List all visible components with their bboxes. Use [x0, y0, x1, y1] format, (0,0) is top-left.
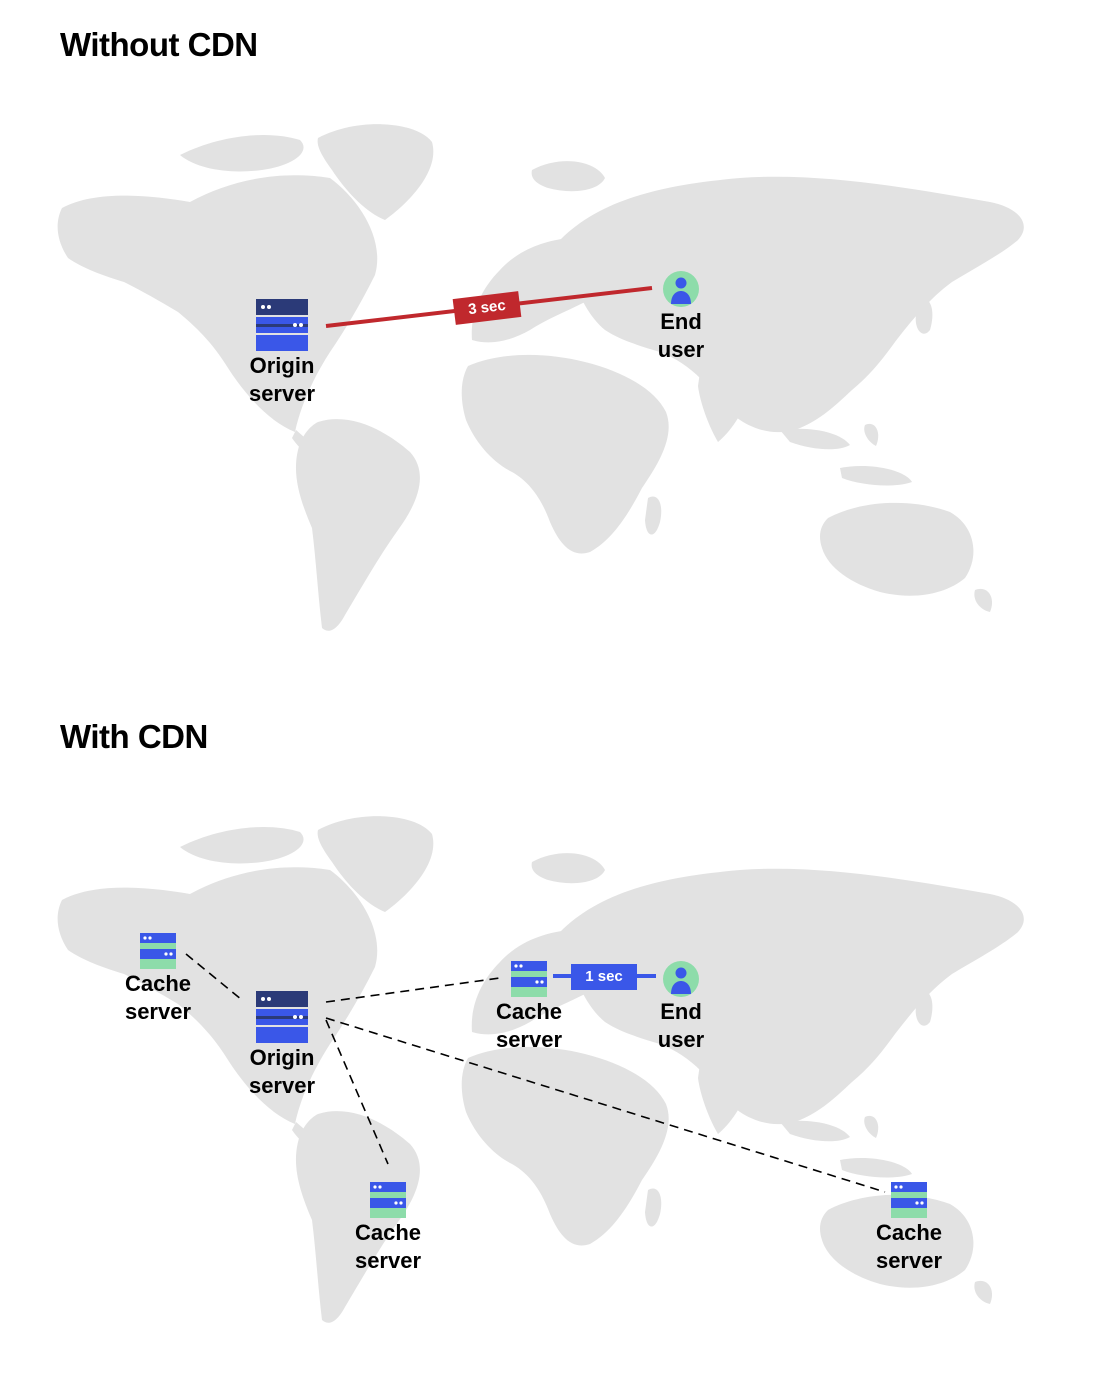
landmass-south-america — [295, 419, 420, 631]
origin-server-label: Origin server — [248, 353, 316, 406]
landmass-australia — [820, 502, 974, 596]
origin-server-icon — [256, 299, 308, 351]
cache-server-node-west: Cache server — [113, 932, 203, 1026]
user-avatar-icon — [663, 271, 699, 307]
landmass-south-america — [295, 1111, 420, 1323]
end-user-node: End user — [641, 960, 721, 1054]
landmass-africa — [461, 354, 669, 554]
origin-server-node: Origin server — [232, 298, 332, 408]
dashed-link-south-america — [325, 1019, 389, 1165]
cache-server-label: Cache server — [124, 971, 192, 1024]
cache-server-label: Cache server — [875, 1220, 943, 1273]
world-map — [57, 124, 1024, 631]
landmass-north-america — [57, 867, 378, 1124]
cache-server-label: Cache server — [495, 999, 563, 1052]
cache-server-icon — [511, 961, 547, 997]
origin-server-icon — [256, 991, 308, 1043]
landmass-north-america — [57, 175, 378, 432]
landmass-asia — [560, 176, 1024, 433]
landmass-greenland — [317, 816, 434, 912]
world-map — [57, 816, 1024, 1323]
cache-server-icon — [370, 1182, 406, 1218]
map-panel-with-cdn: 1 sec Origin server Cache server — [0, 782, 1110, 1382]
cache-server-label: Cache server — [354, 1220, 422, 1273]
map-panel-without-cdn: 3 sec Origin server End user — [0, 90, 1110, 690]
origin-server-label: Origin server — [248, 1045, 316, 1098]
landmass-greenland — [317, 124, 434, 220]
landmass-africa — [461, 1046, 669, 1246]
cache-server-node-europe: Cache server — [484, 960, 574, 1054]
dashed-link-australia — [325, 1017, 886, 1193]
cache-server-icon — [140, 933, 176, 969]
latency-badge-1sec: 1 sec — [571, 964, 637, 990]
origin-server-node: Origin server — [232, 990, 332, 1100]
section-title-without-cdn: Without CDN — [60, 26, 258, 63]
landmass-australia — [820, 1194, 974, 1288]
section-title-with-cdn: With CDN — [60, 718, 208, 755]
cache-server-node-australia: Cache server — [864, 1181, 954, 1275]
end-user-node: End user — [641, 270, 721, 364]
cache-server-icon — [891, 1182, 927, 1218]
end-user-label: End user — [657, 999, 705, 1052]
dashed-link-west — [185, 953, 243, 1001]
cache-server-node-south-america: Cache server — [343, 1181, 433, 1275]
landmass-asia — [560, 868, 1024, 1125]
end-user-label: End user — [657, 309, 705, 362]
user-avatar-icon — [663, 961, 699, 997]
